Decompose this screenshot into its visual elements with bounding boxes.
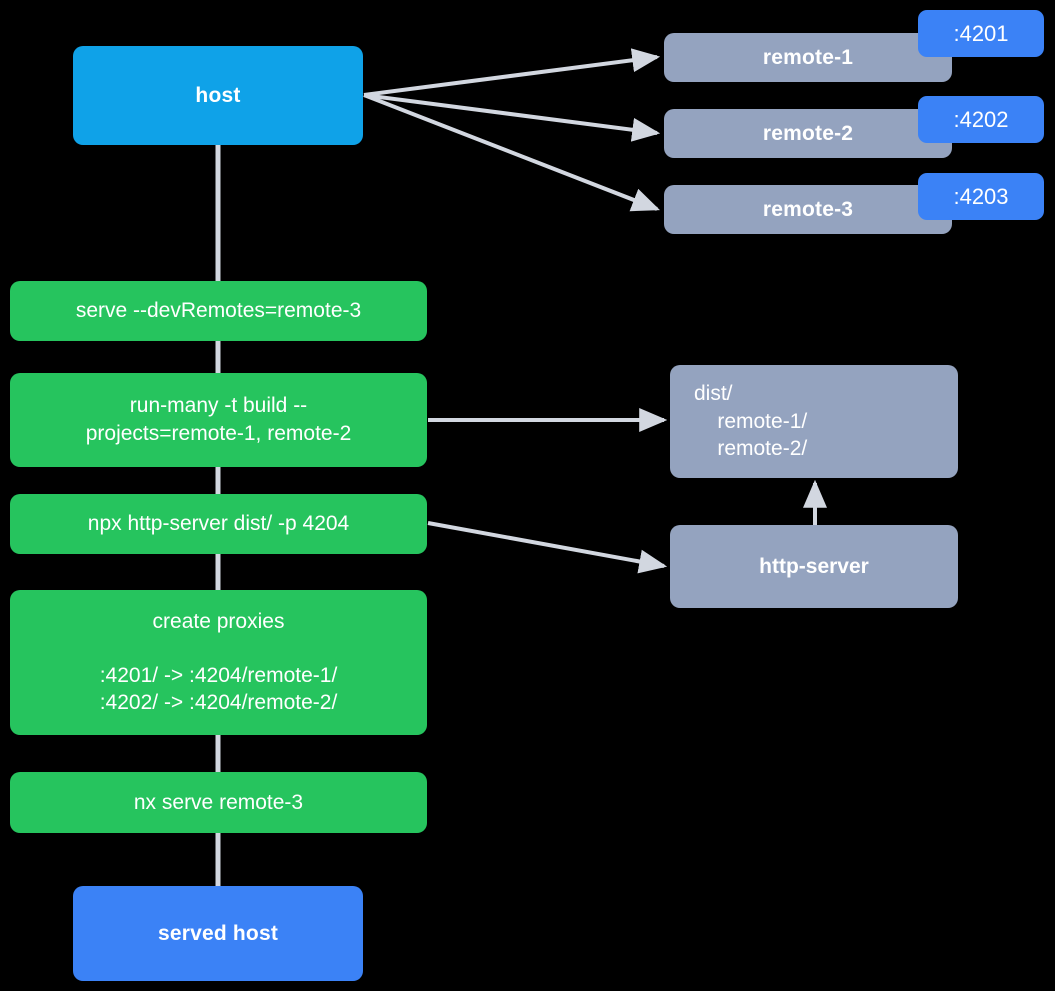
node-command-create-proxies-mapping-2: :4202/ -> :4204/remote-2/ (99, 691, 338, 715)
node-remote-1-label: remote-1 (762, 45, 854, 69)
badge-remote-1-port[interactable]: :4201 (918, 10, 1044, 57)
badge-remote-3-port-label: :4203 (953, 183, 1009, 209)
node-command-npx-http-server[interactable]: npx http-server dist/ -p 4204 (10, 494, 427, 554)
badge-remote-2-port[interactable]: :4202 (918, 96, 1044, 143)
edge-host-to-remote-2 (363, 93, 661, 142)
node-remote-2-label: remote-2 (762, 121, 854, 145)
badge-remote-3-port[interactable]: :4203 (918, 173, 1044, 220)
node-command-serve-devremotes[interactable]: serve --devRemotes=remote-3 (10, 281, 427, 341)
badge-remote-2-port-label: :4202 (953, 106, 1009, 132)
node-host[interactable]: host (73, 46, 363, 145)
node-dist-folder-line3: remote-2/ (694, 437, 808, 461)
node-remote-3[interactable]: remote-3 (664, 185, 952, 234)
node-command-run-many-build-line2: projects=remote-1, remote-2 (85, 422, 352, 445)
node-remote-1[interactable]: remote-1 (664, 33, 952, 82)
node-served-host[interactable]: served host (73, 886, 363, 981)
node-remote-3-label: remote-3 (762, 197, 854, 221)
node-remote-2[interactable]: remote-2 (664, 109, 952, 158)
node-command-nx-serve-remote-3[interactable]: nx serve remote-3 (10, 772, 427, 833)
node-command-create-proxies-title: create proxies (152, 609, 285, 633)
node-command-npx-http-server-line1: npx http-server dist/ -p 4204 (87, 512, 350, 536)
node-http-server-label: http-server (759, 554, 869, 578)
node-command-create-proxies-mapping-1: :4201/ -> :4204/remote-1/ (99, 663, 338, 687)
node-dist-folder-line1: dist/ (694, 381, 733, 405)
node-dist-folder-line2: remote-1/ (694, 409, 808, 433)
node-command-create-proxies[interactable]: create proxies :4201/ -> :4204/remote-1/… (10, 590, 427, 735)
node-dist-folder[interactable]: dist/ remote-1/ remote-2/ (670, 365, 958, 478)
badge-remote-1-port-label: :4201 (953, 20, 1009, 46)
edge-host-to-remote-1 (363, 48, 661, 97)
node-served-host-label: served host (157, 921, 279, 945)
node-command-nx-serve-remote-3-line1: nx serve remote-3 (133, 790, 304, 814)
edge-host-to-remote-3 (363, 93, 660, 212)
node-command-serve-devremotes-line1: serve --devRemotes=remote-3 (75, 299, 362, 323)
node-http-server[interactable]: http-server (670, 525, 958, 608)
edge-npx-to-http-server (427, 521, 668, 574)
node-host-label: host (195, 83, 241, 107)
node-command-run-many-build-line1: run-many -t build -- (129, 394, 308, 418)
node-command-run-many-build[interactable]: run-many -t build -- projects=remote-1, … (10, 373, 427, 467)
